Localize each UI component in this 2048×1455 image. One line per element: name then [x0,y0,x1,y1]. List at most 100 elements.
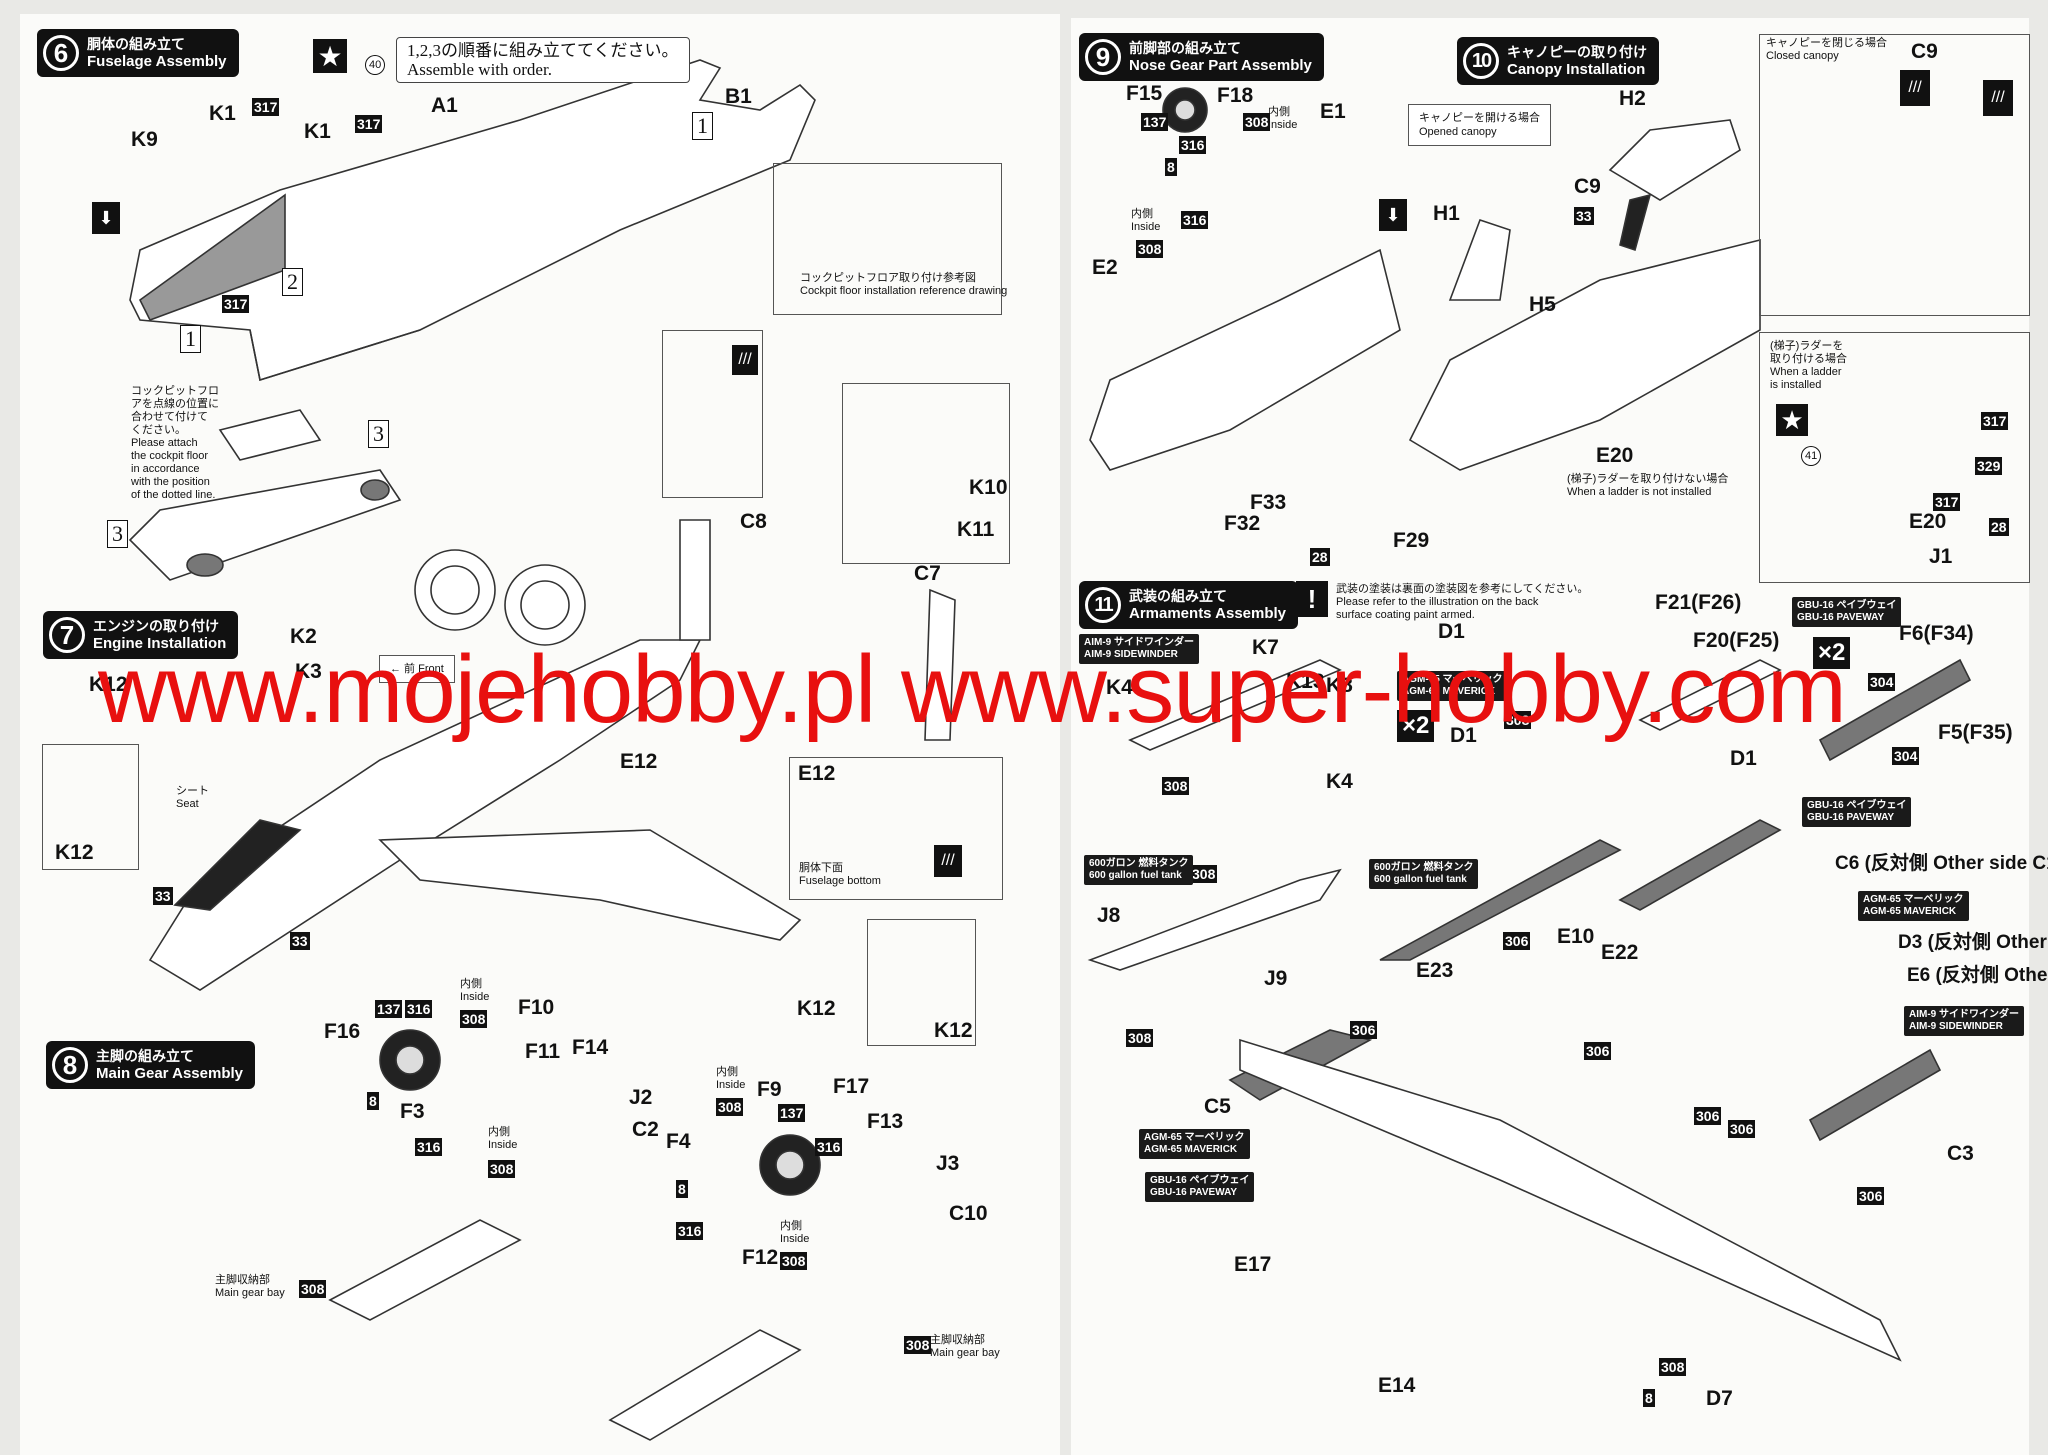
decal-number: 41 [1801,446,1822,466]
part-label: J2 [629,1086,653,1109]
paint-code-badge: 137 [778,1104,806,1122]
part-label-other-side: C6 (反対側 Other side C11) [1835,853,2048,874]
paint-code-badge: 308 [299,1280,327,1298]
caption-box: ← 前 Front [379,655,455,683]
paint-code-badge: 317 [355,115,383,133]
part-label: F21(F26) [1655,591,1742,614]
decal-number: 40 [365,55,386,75]
part-label: C8 [740,510,767,533]
part-label-other-side: D3 (反対側 Other side D4) [1898,932,2048,953]
part-label: E22 [1601,941,1639,964]
order-note-en: Assemble with order. [407,60,552,79]
paint-code-badge: 316 [415,1138,443,1156]
step-title-en: Armaments Assembly [1129,605,1287,622]
caption: 内側 Inside [460,978,490,1003]
paint-code-badge: 304 [1868,673,1896,691]
caption: 内側 Inside [1268,106,1298,131]
part-label: F4 [666,1130,691,1153]
paint-code-badge: 8 [1165,158,1177,176]
part-label: E23 [1416,959,1454,982]
weapon-tag: 600ガロン 燃料タンク 600 gallon fuel tank [1084,855,1194,885]
caption: (梯子)ラダーを 取り付ける場合 When a ladder is instal… [1770,340,1847,391]
part-label: C5 [1204,1095,1231,1118]
paint-code-badge: 316 [1179,136,1207,154]
part-label: F12 [742,1246,779,1269]
paint-code-badge: 308 [1190,865,1218,883]
paint-code-badge: 306 [1584,1042,1612,1060]
detail-box-tail [662,330,763,498]
part-label: H5 [1529,293,1556,316]
part-label: C7 [914,562,941,585]
quantity-badge: ×2 [1813,637,1851,669]
part-label: K9 [131,128,158,151]
part-label: F9 [757,1078,782,1101]
part-label: K1 [209,102,236,125]
paint-code-badge: 137 [1141,113,1169,131]
part-label: D1 [1730,747,1757,770]
paint-code-badge: 306 [1503,932,1531,950]
part-label: E12 [798,762,836,785]
part-label: C10 [949,1202,988,1225]
step-number: 11 [1085,587,1121,623]
paint-code-badge: 308 [1126,1029,1154,1047]
paint-icon: /// [1900,70,1930,106]
part-label: H1 [1433,202,1460,225]
part-label: K10 [969,476,1008,499]
part-label: F5(F35) [1938,721,2013,744]
part-label: E17 [1234,1253,1272,1276]
step-title-en: Fuselage Assembly [87,53,227,70]
detail-box-k12 [42,744,139,870]
paint-code-badge: 308 [1162,777,1190,795]
part-label: F6(F34) [1899,622,1974,645]
part-label: F29 [1393,529,1430,552]
caption: 内側 Inside [780,1220,810,1245]
part-label: E2 [1092,256,1118,279]
cockpit-reference-box [773,163,1002,315]
paint-code-badge: 308 [1504,711,1532,729]
paint-code-badge: 317 [222,295,250,313]
part-label: K12 [55,841,94,864]
caption: 胴体下面 Fuselage bottom [799,862,881,887]
paint-code-badge: 8 [676,1180,688,1198]
star-icon: ★ [313,39,347,73]
paint-code-badge: 316 [676,1222,704,1240]
paint-code-badge: 316 [1181,211,1209,229]
part-label: F11 [525,1040,561,1063]
paint-code-badge: 316 [815,1138,843,1156]
step-title-en: Main Gear Assembly [96,1065,244,1082]
paint-code-badge: 306 [1728,1120,1756,1138]
part-label: D1 [1438,620,1465,643]
part-label: F15 [1126,82,1163,105]
part-label: F16 [324,1020,361,1043]
part-label: F17 [833,1075,870,1098]
caption: コックピットフロア取り付け参考図 Cockpit floor installat… [800,272,1008,297]
caption: シート Seat [176,785,209,810]
detail-box-k12-wing [867,919,976,1046]
part-label: F10 [518,996,555,1019]
part-label: D7 [1706,1387,1733,1410]
paint-code-badge: 28 [1989,518,2009,536]
part-label: D1 [1450,724,1477,747]
caption-box: キャノピーを開ける場合 Opened canopy [1408,104,1551,146]
quantity-badge: ×2 [1397,710,1435,742]
detail-box-e12 [789,757,1003,900]
paint-icon: /// [732,345,758,375]
paint-code-badge: 308 [716,1098,744,1116]
part-label: F32 [1224,512,1261,535]
part-label: F20(F25) [1693,629,1780,652]
part-label: C3 [1947,1142,1974,1165]
paint-code-badge: 308 [1136,240,1164,258]
part-label: C9 [1911,40,1938,63]
weapon-tag: AGM-65 マーベリック AGM-65 MAVERICK [1397,671,1508,701]
part-label: C2 [632,1118,659,1141]
part-label: A1 [431,94,458,117]
paint-code-badge: 308 [780,1252,808,1270]
order-note: 1,2,3の順番に組み立ててください。 Assemble with order. [396,37,690,83]
part-label: F14 [572,1036,609,1059]
weapon-tag: AGM-65 マーベリック AGM-65 MAVERICK [1858,891,1969,921]
order-note-jp: 1,2,3の順番に組み立ててください。 [407,41,679,60]
